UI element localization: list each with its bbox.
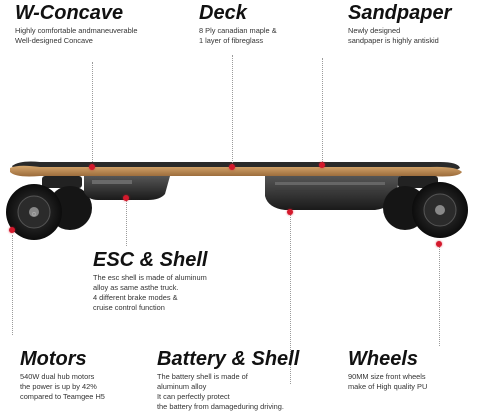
- feature-battery-shell: Battery & Shell The battery shell is mad…: [157, 349, 299, 412]
- feature-title: ESC & Shell: [93, 249, 208, 271]
- feature-description: The battery shell is made of aluminum al…: [157, 372, 284, 411]
- callout-dot-w-concave: [89, 164, 95, 170]
- deck: [10, 165, 462, 177]
- leader-deck: [232, 55, 233, 167]
- rear-truck: [42, 176, 82, 188]
- leader-sandpaper: [322, 58, 323, 164]
- leader-motors: [12, 235, 13, 335]
- feature-description: Highly comfortable andmaneuverable Well-…: [15, 26, 138, 45]
- feature-description: 90MM size front wheels make of High qual…: [348, 372, 428, 391]
- leader-wheels: [439, 244, 440, 346]
- svg-text:⊙: ⊙: [31, 212, 36, 218]
- feature-wheels: Wheels 90MM size front wheels make of Hi…: [348, 349, 427, 392]
- battery-shell: [265, 176, 400, 210]
- feature-title: W-Concave: [15, 2, 124, 24]
- feature-title: Battery & Shell: [157, 348, 300, 370]
- leader-w-concave: [92, 62, 93, 162]
- callout-dot-motors: [9, 227, 15, 233]
- feature-w-concave: W-Concave Highly comfortable andmaneuver…: [15, 3, 137, 46]
- feature-title: Motors: [20, 348, 87, 370]
- skateboard-illustration: ⊙: [6, 161, 468, 240]
- feature-motors: Motors 540W dual hub motors the power is…: [20, 349, 105, 402]
- feature-description: 8 Ply canadian maple & 1 layer of fibreg…: [199, 26, 277, 45]
- feature-deck: Deck 8 Ply canadian maple & 1 layer of f…: [199, 3, 277, 46]
- feature-title: Sandpaper: [348, 2, 452, 24]
- feature-sandpaper: Sandpaper Newly designed sandpaper is hi…: [348, 3, 451, 46]
- feature-description: The esc shell is made of aluminum alloy …: [93, 273, 207, 312]
- feature-title: Deck: [199, 2, 247, 24]
- feature-esc-shell: ESC & Shell The esc shell is made of alu…: [93, 250, 207, 313]
- callout-dot-wheels: [436, 241, 442, 247]
- callout-dot-deck: [229, 164, 235, 170]
- callout-dot-battery: [287, 209, 293, 215]
- callout-dot-esc: [123, 195, 129, 201]
- leader-esc: [126, 198, 127, 246]
- feature-title: Wheels: [348, 348, 419, 370]
- callout-dot-sandpaper: [319, 162, 325, 168]
- feature-description: Newly designed sandpaper is highly antis…: [348, 26, 439, 45]
- feature-description: 540W dual hub motors the power is up by …: [20, 372, 105, 401]
- leader-battery: [290, 212, 291, 384]
